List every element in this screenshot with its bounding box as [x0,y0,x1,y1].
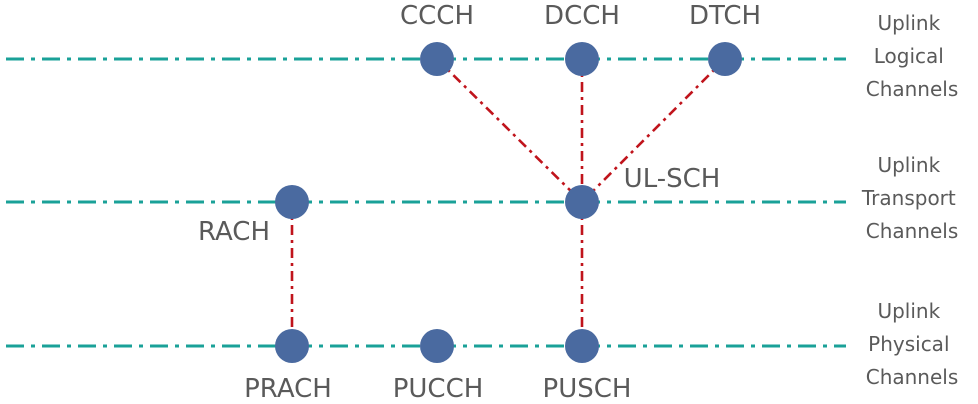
mapping-ccch-to-ulsch [436,58,583,203]
rach-node [275,185,309,219]
dcch-label: DCCH [544,1,620,31]
physical-layer-label: Uplink Physical Channels [866,299,959,389]
dtch-label: DTCH [689,1,761,31]
mapping-dtch-to-ulsch [581,58,726,203]
dcch-node [565,42,599,76]
rach-label: RACH [198,217,270,247]
dtch-node [708,42,742,76]
ccch-node [420,42,454,76]
pucch-label: PUCCH [393,374,484,404]
pusch-node [565,329,599,363]
pucch-node [420,329,454,363]
prach-node [275,329,309,363]
pusch-label: PUSCH [543,374,632,404]
ulsch-label: UL-SCH [624,164,721,194]
logical-layer-label: Uplink Logical Channels [866,11,959,101]
prach-label: PRACH [244,374,332,404]
transport-layer-label: Uplink Transport Channels [861,153,962,243]
ulsch-node [565,185,599,219]
ccch-label: CCCH [400,1,474,31]
